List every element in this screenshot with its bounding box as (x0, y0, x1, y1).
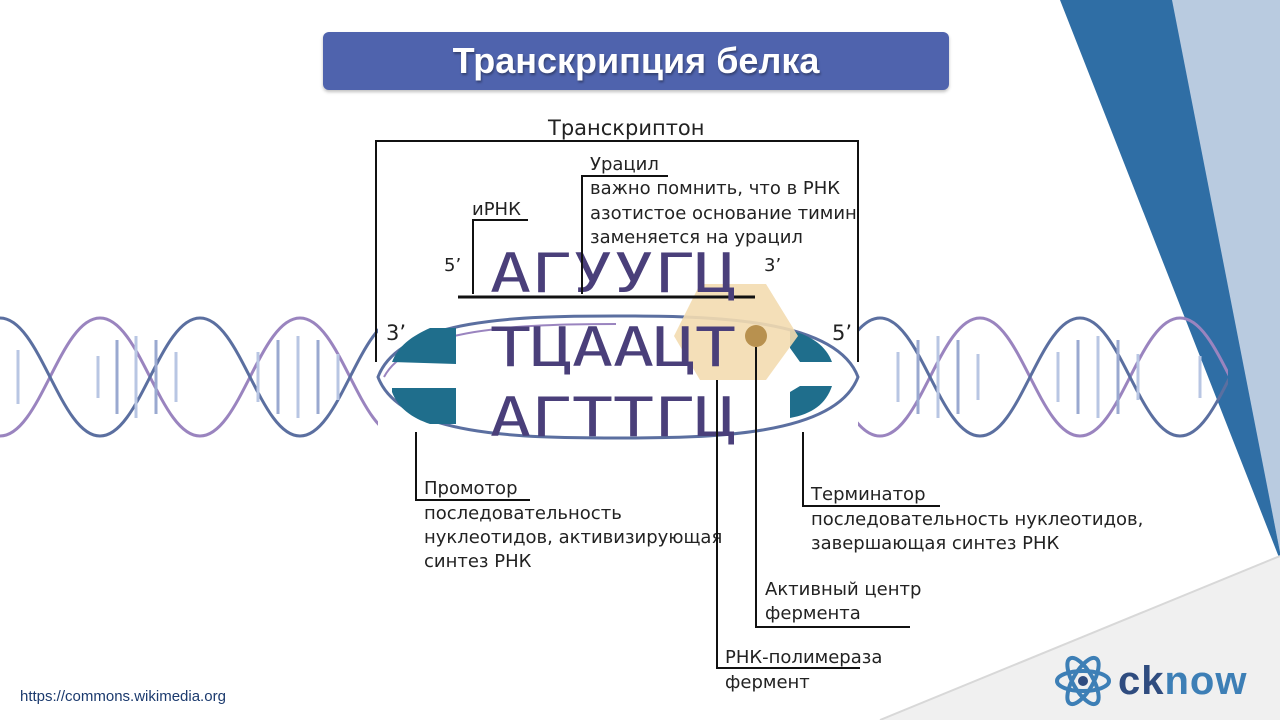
template-strand-sequence: ТЦААЦТ (490, 316, 736, 379)
uracil-note-line-1: важно помнить, что в РНК (590, 178, 840, 199)
atom-icon (1055, 655, 1111, 707)
coding-strand-sequence: АГТТГЦ (490, 386, 736, 449)
promoter-region-top (392, 328, 456, 364)
active-center-line-2: фермента (765, 603, 861, 624)
promoter-line-3: синтез РНК (424, 551, 532, 572)
dna-strand-blue (858, 316, 1228, 438)
rna-polymerase-line-1: РНК-полимераза (725, 647, 882, 668)
brand-name-prefix: ck (1118, 658, 1165, 703)
active-center-line-1: Активный центр (765, 579, 921, 600)
uracil-note-line-3: заменяется на урацил (590, 227, 803, 248)
terminator-title: Терминатор (810, 484, 926, 505)
rna-polymerase-leader (716, 380, 860, 669)
transcripton-label: Транскриптон (547, 116, 705, 140)
dna-left-3-prime-label: 3’ (386, 321, 406, 345)
promoter-leader (415, 432, 530, 501)
corner-shadow-edge (879, 555, 1280, 720)
uracil-title: Урацил (590, 154, 659, 175)
dna-right-5-prime-label: 5’ (832, 321, 852, 345)
terminator-region-bottom (790, 386, 832, 418)
active-center (745, 325, 767, 347)
active-center-leader (755, 347, 910, 628)
base-pair-rungs (896, 336, 1202, 418)
base-pair-rungs (16, 336, 340, 418)
terminator-line-1: последовательность нуклеотидов, (811, 509, 1143, 530)
brand-name: cknow (1118, 659, 1247, 704)
mrna-5-prime-label: 5’ (444, 255, 461, 276)
promoter-title: Промотор (424, 478, 518, 499)
mrna-sequence: АГУУГЦ (490, 242, 736, 305)
promoter-line-2: нуклеотидов, активизирующая (424, 527, 722, 548)
rna-polymerase-enzyme (674, 284, 798, 380)
terminator-region-top (790, 330, 832, 362)
promoter-region-bottom (392, 388, 456, 424)
uracil-note-line-2: азотистое основание тимин (590, 203, 857, 224)
dna-helix-left (0, 316, 378, 438)
mrna-3-prime-label: 3’ (764, 255, 781, 276)
page-title: Транскрипция белка (323, 32, 949, 90)
mrna-label-leader (472, 219, 528, 294)
uracil-leader (581, 175, 668, 294)
brand-logo: cknow (1054, 650, 1269, 712)
rna-polymerase-line-2: фермент (725, 672, 810, 693)
promoter-line-1: последовательность (424, 503, 622, 524)
terminator-leader (802, 432, 940, 507)
dna-helix-right (858, 316, 1228, 438)
brand-name-suffix: now (1164, 658, 1248, 703)
corner-dark-panel (1060, 0, 1280, 560)
dna-strand-blue (0, 316, 378, 438)
source-link[interactable]: https://commons.wikimedia.org (20, 688, 226, 705)
terminator-line-2: завершающая синтез РНК (811, 533, 1060, 554)
transcripton-bracket (375, 140, 859, 362)
mrna-label: иРНК (472, 199, 521, 220)
dna-strand-purple (0, 316, 378, 438)
